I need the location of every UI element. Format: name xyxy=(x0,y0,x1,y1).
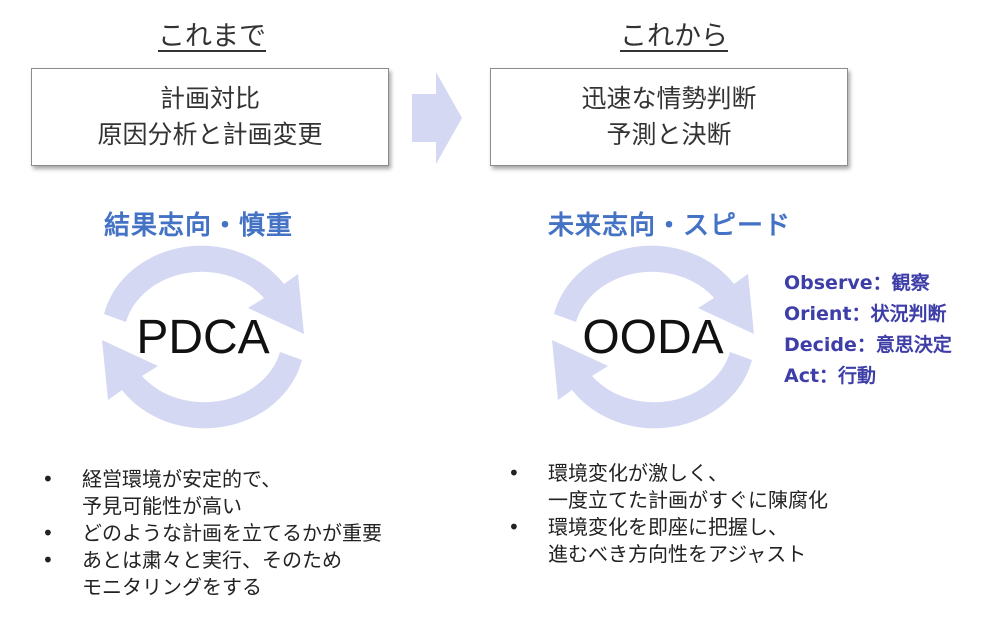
bullet-item: どのような計画を立てるかが重要 xyxy=(36,520,436,547)
bullet-line: 環境変化が激しく、 xyxy=(548,461,728,485)
bullets-after: 環境変化が激しく、 一度立てた計画がすぐに陳腐化 環境変化を即座に把握し、 進む… xyxy=(502,460,922,568)
heading-before: これまで xyxy=(158,21,266,52)
legend-decide: Decide：意思決定 xyxy=(784,334,952,356)
legend-orient: Orient：状況判断 xyxy=(784,303,947,325)
legend-act: Act：行動 xyxy=(784,365,877,387)
bullet-line: 環境変化を即座に把握し、 xyxy=(548,515,788,539)
bullet-line: 経営環境が安定的で、 xyxy=(82,467,282,491)
cycle-label-ooda: OODA xyxy=(582,311,723,364)
subtitle-after: 未来志向・スピード xyxy=(548,211,792,241)
box-before-line2: 原因分析と計画変更 xyxy=(97,120,323,149)
bullet-item: 環境変化を即座に把握し、 進むべき方向性をアジャスト xyxy=(502,514,922,568)
ooda-cycle: OODA xyxy=(552,245,754,429)
bullet-item: 環境変化が激しく、 一度立てた計画がすぐに陳腐化 xyxy=(502,460,922,514)
pdca-cycle: PDCA xyxy=(102,245,304,429)
box-before: 計画対比 原因分析と計画変更 xyxy=(31,68,389,166)
transition-arrow-icon xyxy=(412,72,462,164)
cycle-arrow-icon xyxy=(552,245,754,429)
bullet-line: あとは粛々と実行、そのため xyxy=(82,548,342,572)
bullets-before: 経営環境が安定的で、 予見可能性が高い どのような計画を立てるかが重要 あとは粛… xyxy=(36,466,436,601)
box-after-line1: 迅速な情勢判断 xyxy=(581,84,757,113)
heading-after: これから xyxy=(620,21,728,52)
box-after-line2: 予測と決断 xyxy=(606,120,732,149)
bullet-line: 進むべき方向性をアジャスト xyxy=(548,542,807,566)
box-after: 迅速な情勢判断 予測と決断 xyxy=(490,68,848,166)
bullet-line: 予見可能性が高い xyxy=(82,494,242,518)
cycle-arrow-icon xyxy=(102,245,304,429)
bullet-line: 一度立てた計画がすぐに陳腐化 xyxy=(548,488,828,512)
box-before-line1: 計画対比 xyxy=(159,84,260,113)
bullet-item: 経営環境が安定的で、 予見可能性が高い xyxy=(36,466,436,520)
ooda-legend: Observe：観察 Orient：状況判断 Decide：意思決定 Act：行… xyxy=(784,268,952,392)
cycle-label-pdca: PDCA xyxy=(136,311,269,364)
subtitle-before: 結果志向・慎重 xyxy=(104,211,294,241)
bullet-line: モニタリングをする xyxy=(82,575,262,599)
bullet-line: どのような計画を立てるかが重要 xyxy=(82,521,382,545)
legend-observe: Observe：観察 xyxy=(784,272,930,294)
bullet-item: あとは粛々と実行、そのため モニタリングをする xyxy=(36,547,436,601)
